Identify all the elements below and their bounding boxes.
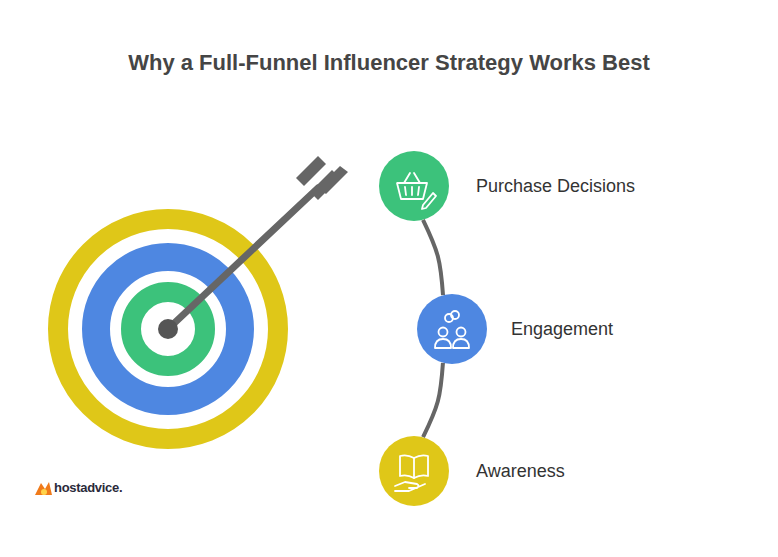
- stage-label: Purchase Decisions: [476, 176, 635, 197]
- arc-connector: [423, 220, 443, 295]
- book: [400, 455, 428, 478]
- person-head: [439, 328, 448, 337]
- arrow-tip: [158, 319, 178, 339]
- stage-circle: Awareness: [379, 436, 449, 506]
- stage-circle: Purchase Decisions: [379, 151, 449, 221]
- basket-body: [397, 183, 427, 199]
- book-spine: [413, 458, 415, 478]
- stage-label: Engagement: [511, 319, 613, 340]
- people-icon: [435, 311, 469, 348]
- hand: [395, 482, 425, 491]
- arrow-fletching-guide: [293, 158, 340, 204]
- logo-core: [41, 489, 47, 495]
- pencil: [422, 193, 436, 209]
- diagram-title: Why a Full-Funnel Influencer Strategy Wo…: [0, 50, 778, 76]
- arc-connector: [423, 363, 443, 437]
- basket-handle: [404, 173, 420, 183]
- book-icon: [395, 455, 428, 491]
- person-body: [435, 339, 451, 348]
- logo-icon: [35, 482, 52, 495]
- logo-flame: [35, 482, 52, 495]
- stage-label: Awareness: [476, 461, 565, 482]
- stage-icon: [379, 151, 449, 221]
- link-ring: [451, 311, 459, 319]
- basket-ribs: [405, 187, 419, 195]
- arrow-fletching: [296, 156, 348, 200]
- stage-icon: [417, 294, 487, 364]
- basket-icon: [397, 173, 436, 209]
- stage-icon: [379, 436, 449, 506]
- person-body: [453, 339, 469, 348]
- person-head: [457, 328, 466, 337]
- arrow-shaft: [168, 188, 318, 329]
- watermark: hostadvice.: [54, 480, 122, 495]
- stage-circle: Engagement: [417, 294, 487, 364]
